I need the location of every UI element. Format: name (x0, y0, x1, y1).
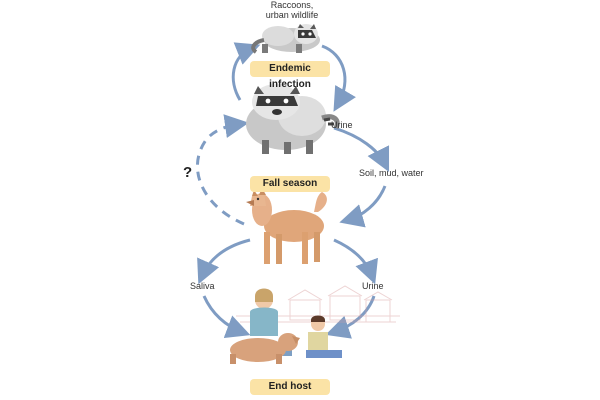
dog-illustration (246, 188, 327, 264)
arrow-dog-to-urine (333, 238, 378, 285)
arrow-saliva-to-host (202, 295, 251, 338)
soil-mud-water-label: Soil, mud, water (359, 168, 424, 178)
end-host-scene-illustration (230, 285, 400, 364)
endemic-infection-label: Endemic infection (250, 61, 330, 90)
arrow-top-right (321, 44, 356, 112)
arrow-soil-to-dog (339, 185, 387, 228)
unknown-transmission-mark: ? (183, 164, 193, 181)
end-host-label: End host (250, 379, 330, 395)
large-raccoon-illustration (246, 84, 340, 154)
arrow-top-left (231, 42, 261, 101)
small-raccoon-illustration (251, 24, 320, 54)
arrow-unknown-dashed (196, 114, 249, 226)
raccoons-caption: Raccoons, urban wildlife (232, 0, 352, 20)
raccoons-caption-line2: urban wildlife (265, 10, 319, 20)
saliva-label: Saliva (190, 281, 215, 291)
arrow-urine-to-soil (333, 126, 390, 173)
raccoons-caption-line1: Raccoons, (270, 0, 314, 10)
fall-season-label: Fall season (250, 176, 330, 192)
arrow-dog-to-saliva (197, 238, 251, 285)
arrow-urine-to-host (325, 295, 376, 339)
urine-label-lower: Urine (362, 281, 384, 291)
urine-label-upper: Urine (331, 120, 353, 130)
